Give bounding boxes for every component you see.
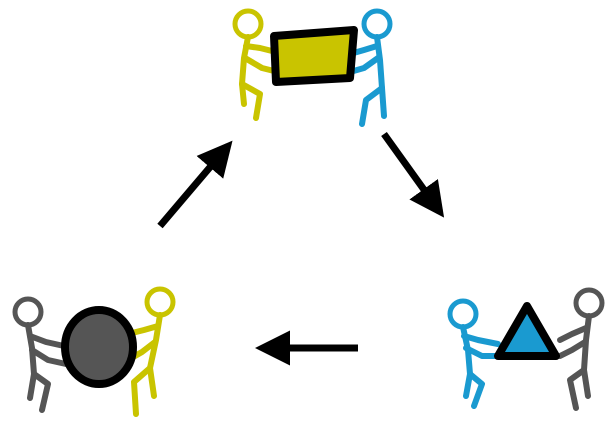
triangle-shape: [494, 302, 560, 360]
figure-arm-upper: [461, 333, 501, 347]
figure-leg-front: [359, 85, 385, 127]
figure-leg-back: [147, 365, 157, 399]
stick-figure-yellow: [232, 8, 281, 121]
stick-figure-gray: [557, 287, 605, 411]
rectangle-shape: [270, 26, 358, 86]
figure-head: [361, 8, 393, 40]
figure-leg-back: [239, 81, 247, 107]
figure-leg-front: [31, 371, 51, 413]
figure-arm-lower: [347, 55, 381, 75]
figure-head: [573, 287, 605, 319]
node-right: [447, 287, 605, 411]
figure-leg-back: [581, 367, 591, 399]
arrow-top-to-right: [381, 131, 445, 218]
node-top: [232, 8, 393, 127]
figure-head: [144, 286, 176, 318]
figure-leg-back: [27, 371, 37, 401]
figure-arm-lower: [29, 347, 69, 367]
figure-leg-back: [463, 371, 473, 399]
figure-arm-upper: [557, 325, 589, 343]
stick-figure-blue: [447, 298, 503, 409]
figure-leg-front: [467, 371, 485, 409]
figure-head: [447, 298, 479, 330]
stick-figure-gray: [12, 296, 69, 413]
figure-leg-back: [379, 85, 387, 119]
figure-leg-front: [239, 81, 263, 121]
figure-head: [12, 296, 44, 328]
circle-shape: [61, 306, 137, 388]
figure-head: [232, 8, 264, 40]
figure-leg-front: [567, 367, 587, 411]
node-left: [12, 286, 176, 417]
figure-arm-lower: [557, 339, 588, 359]
figure-arm-upper: [27, 333, 67, 349]
arrow-left-to-top: [157, 140, 233, 229]
figure-leg-front: [131, 365, 153, 417]
